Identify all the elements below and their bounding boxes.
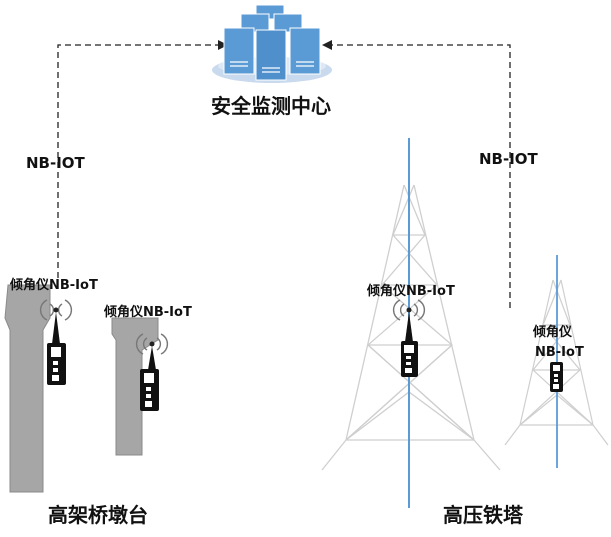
- bridge-pier-2: [111, 317, 159, 456]
- pier-1-sensor-label: 倾角仪NB-IoT: [10, 278, 98, 293]
- link-left-label: NB-IOT: [26, 154, 85, 172]
- arrow-left-head: [218, 40, 228, 50]
- sensor-pier-1: [39, 299, 73, 385]
- bridge-label: 高架桥墩台: [48, 503, 148, 527]
- bridge-pier-1: [4, 284, 51, 493]
- link-right-label: NB-IOT: [479, 150, 538, 168]
- sensor-tower-1: [392, 299, 426, 377]
- tower-2-sensor-label-line1: 倾角仪: [533, 325, 573, 340]
- monitoring-center-label: 安全监测中心: [211, 94, 331, 118]
- tower-2-sensor-label-line2: NB-IoT: [535, 345, 584, 360]
- tower-2: [504, 279, 609, 446]
- tower-1-sensor-label: 倾角仪NB-IoT: [367, 284, 455, 299]
- arrow-right-head: [322, 40, 332, 50]
- link-right: [332, 44, 511, 308]
- link-left: [57, 44, 218, 278]
- sensor-tower-2: [550, 362, 563, 392]
- sensor-pier-2: [135, 333, 169, 411]
- pier-2-sensor-label: 倾角仪NB-IoT: [104, 305, 192, 320]
- server-cluster-icon: [212, 4, 332, 83]
- tower-label: 高压铁塔: [443, 503, 523, 527]
